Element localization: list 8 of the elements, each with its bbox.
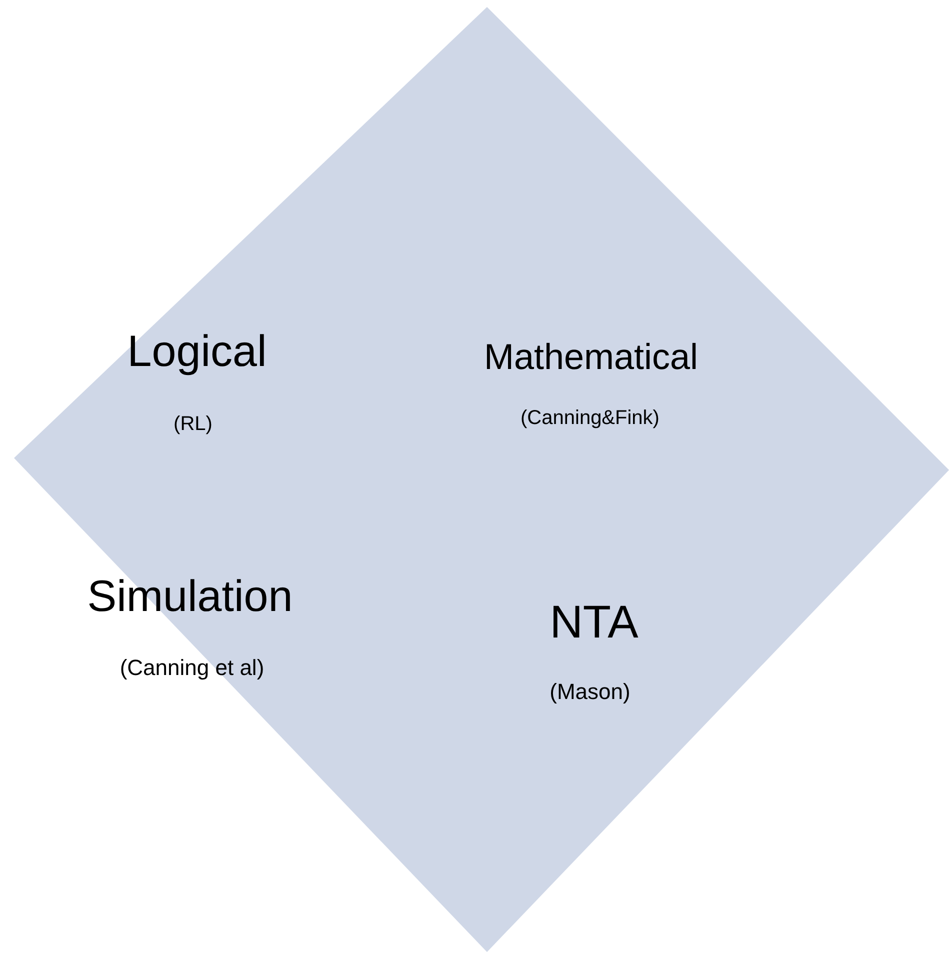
quadrant-reference: (Mason)	[550, 680, 630, 704]
quadrant-heading: Logical	[127, 328, 267, 376]
quadrant-heading: Simulation	[87, 572, 293, 622]
quadrant-reference: (Canning et al)	[120, 656, 264, 680]
quadrant-heading: NTA	[550, 596, 638, 648]
quadrant-reference: (Canning&Fink)	[520, 407, 660, 429]
quadrant-heading: Mathematical	[484, 337, 698, 377]
quadrant-reference: (RL)	[174, 413, 212, 435]
